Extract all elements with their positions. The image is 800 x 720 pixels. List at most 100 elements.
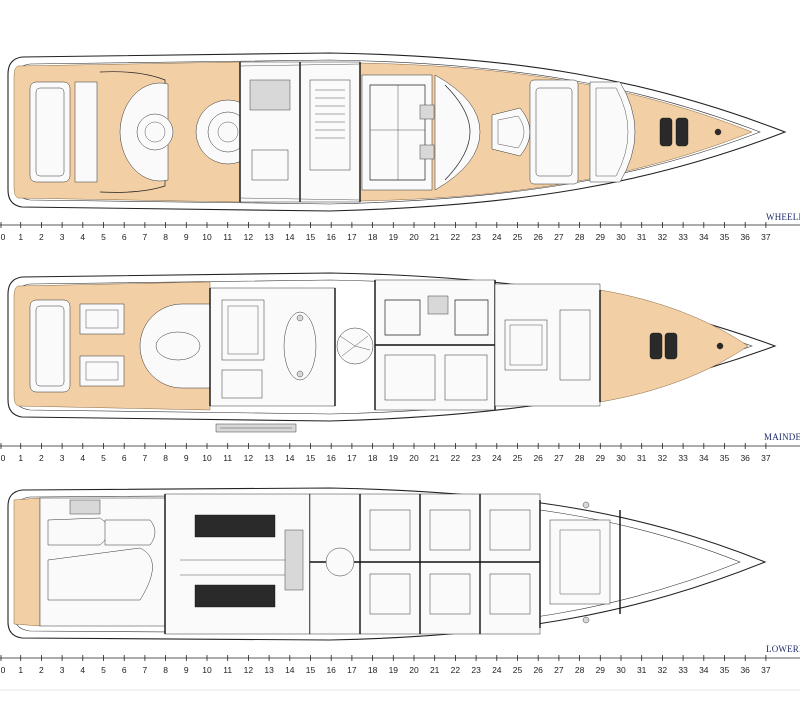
ruler-number: 19 xyxy=(389,232,399,242)
ruler-number: 34 xyxy=(699,665,709,675)
ruler-number: 37 xyxy=(761,453,771,463)
ruler-number: 27 xyxy=(554,453,564,463)
ruler-number: 23 xyxy=(471,232,481,242)
ruler-number: 12 xyxy=(244,453,254,463)
ruler-number: 28 xyxy=(575,232,585,242)
ruler-number: 9 xyxy=(184,232,189,242)
main-deck-plan xyxy=(7,272,777,433)
lower-deck-plan xyxy=(7,487,767,641)
ruler-number: 7 xyxy=(143,232,148,242)
ruler-number: 9 xyxy=(184,665,189,675)
ruler-number: 35 xyxy=(720,453,730,463)
ruler-number: 30 xyxy=(616,453,626,463)
ruler-number: 16 xyxy=(326,665,336,675)
ruler-number: 32 xyxy=(658,453,668,463)
ruler-number: 6 xyxy=(122,453,127,463)
ruler-number: 24 xyxy=(492,665,502,675)
ruler-number: 34 xyxy=(699,232,709,242)
ruler-number: 10 xyxy=(202,232,212,242)
wheelhouse-deck-label: WHEELH xyxy=(766,212,800,222)
main-deck-label: MAINDEC xyxy=(764,432,800,442)
ruler-number: 35 xyxy=(720,232,730,242)
ruler-number: 0 xyxy=(1,453,6,463)
ruler-number: 31 xyxy=(637,665,647,675)
ruler-number: 12 xyxy=(244,232,254,242)
ruler-number: 33 xyxy=(678,453,688,463)
ruler-number: 4 xyxy=(80,232,85,242)
ruler-number: 18 xyxy=(368,665,378,675)
ruler-number: 13 xyxy=(264,232,274,242)
ruler-number: 5 xyxy=(101,453,106,463)
ruler-number: 2 xyxy=(39,453,44,463)
ruler-number: 3 xyxy=(60,665,65,675)
ruler-number: 13 xyxy=(264,665,274,675)
ruler-number: 16 xyxy=(326,453,336,463)
ruler-number: 17 xyxy=(347,665,357,675)
ruler-number: 14 xyxy=(285,665,295,675)
tender-boat xyxy=(491,107,531,157)
ruler-number: 14 xyxy=(285,232,295,242)
ruler-number: 3 xyxy=(60,232,65,242)
ruler-number: 11 xyxy=(223,453,232,463)
ruler-number: 29 xyxy=(596,453,606,463)
ruler-number: 9 xyxy=(184,453,189,463)
ruler-number: 5 xyxy=(101,665,106,675)
ruler-number: 2 xyxy=(39,665,44,675)
ruler-number: 25 xyxy=(513,665,523,675)
ruler-number: 29 xyxy=(596,665,606,675)
ruler-number: 11 xyxy=(223,232,232,242)
ruler-number: 1 xyxy=(18,232,23,242)
ruler-number: 31 xyxy=(637,232,647,242)
ruler-number: 24 xyxy=(492,453,502,463)
swim-platform xyxy=(13,497,41,627)
ruler-number: 0 xyxy=(1,665,6,675)
ruler-number: 10 xyxy=(202,665,212,675)
ruler-number: 6 xyxy=(122,232,127,242)
ruler-number: 4 xyxy=(80,665,85,675)
engine-port xyxy=(194,584,276,608)
wheelhouse-deck-plan xyxy=(7,52,787,212)
ruler-number: 26 xyxy=(533,453,543,463)
ruler-number: 8 xyxy=(163,232,168,242)
ruler-number: 6 xyxy=(122,665,127,675)
ruler-number: 23 xyxy=(471,665,481,675)
ruler-number: 17 xyxy=(347,232,357,242)
ruler-number: 3 xyxy=(60,453,65,463)
ruler-number: 14 xyxy=(285,453,295,463)
ruler-number: 27 xyxy=(554,232,564,242)
ruler-number: 7 xyxy=(143,665,148,675)
ruler-number: 1 xyxy=(18,665,23,675)
ruler-number: 21 xyxy=(430,665,440,675)
ruler-number: 18 xyxy=(368,453,378,463)
ruler-number: 34 xyxy=(699,453,709,463)
ruler-number: 4 xyxy=(80,453,85,463)
ruler-number: 20 xyxy=(409,232,419,242)
ruler-number: 8 xyxy=(163,453,168,463)
ruler-number: 20 xyxy=(409,453,419,463)
ruler-number: 15 xyxy=(306,665,316,675)
ruler-number: 37 xyxy=(761,232,771,242)
ruler-number: 22 xyxy=(451,453,461,463)
ruler-number: 30 xyxy=(616,232,626,242)
ruler-number: 26 xyxy=(533,232,543,242)
ruler-number: 16 xyxy=(326,232,336,242)
ruler-number: 5 xyxy=(101,232,106,242)
ruler-number: 28 xyxy=(575,453,585,463)
ruler-number: 33 xyxy=(678,665,688,675)
ruler-number: 26 xyxy=(533,665,543,675)
ruler-number: 17 xyxy=(347,453,357,463)
ruler-number: 22 xyxy=(451,665,461,675)
ruler-number: 36 xyxy=(740,665,750,675)
lower-deck-label: LOWERD xyxy=(766,644,800,654)
ruler-number: 29 xyxy=(596,232,606,242)
ruler-number: 15 xyxy=(306,232,316,242)
ruler-number: 36 xyxy=(740,453,750,463)
ruler-number: 31 xyxy=(637,453,647,463)
ruler-number: 1 xyxy=(18,453,23,463)
ruler-number: 20 xyxy=(409,665,419,675)
ruler-number: 32 xyxy=(658,232,668,242)
ruler-number: 33 xyxy=(678,232,688,242)
